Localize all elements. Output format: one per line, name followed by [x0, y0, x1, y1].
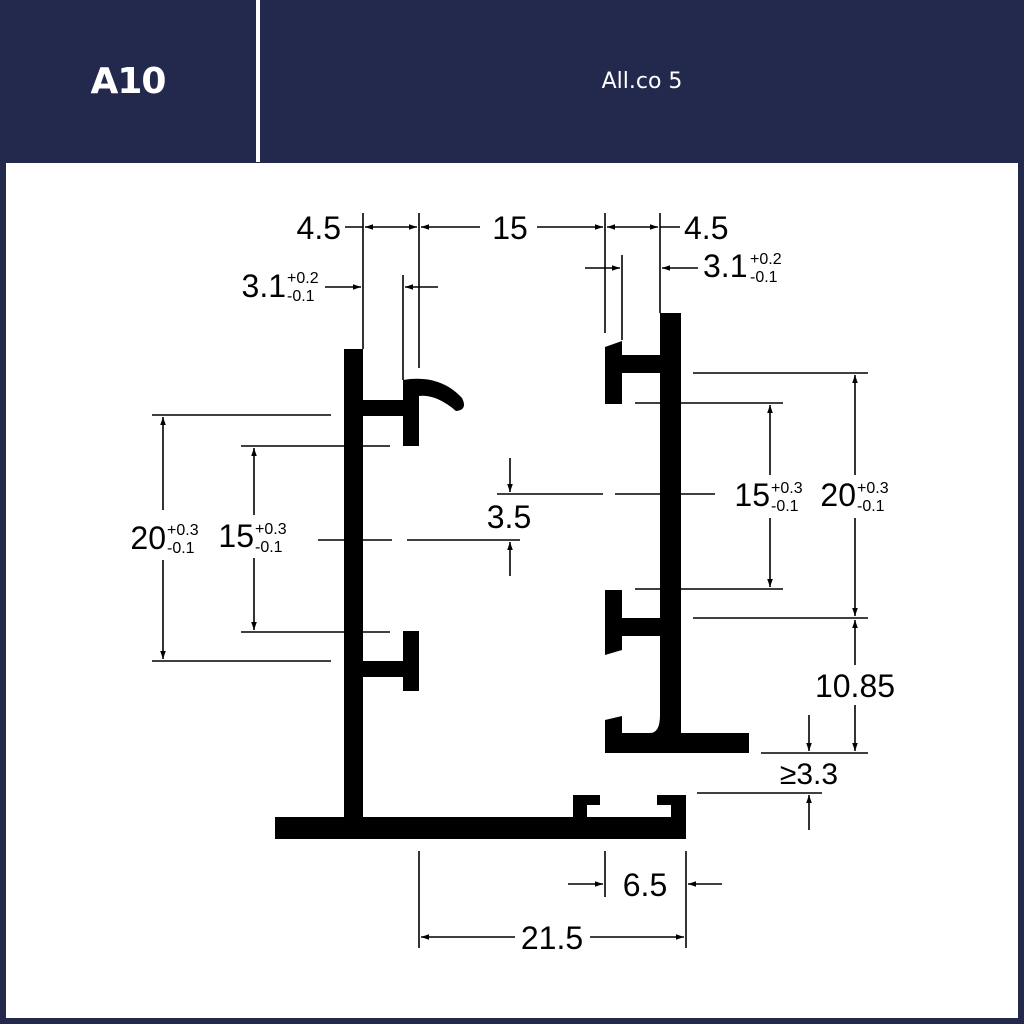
dim-right-inner: 15 — [734, 477, 770, 513]
header-divider — [256, 0, 260, 162]
dim-left-slot-tol-plus: +0.2 — [287, 270, 319, 287]
dim-channel-width: 6.5 — [623, 867, 667, 903]
dim-right-inner-tol-minus: -0.1 — [771, 498, 799, 515]
dim-right-outer: 20 — [820, 477, 856, 513]
dim-right-outer-tol-plus: +0.3 — [857, 480, 889, 497]
dim-base-width: 21.5 — [521, 920, 583, 956]
dim-right-bottom-height: 10.85 — [815, 668, 895, 704]
dim-left-slot: 3.1 — [242, 268, 286, 304]
right-profile — [605, 313, 749, 753]
dim-top-gap: 15 — [492, 210, 528, 246]
dim-left-inner: 15 — [218, 518, 254, 554]
profile-name: All.co 5 — [601, 68, 683, 94]
dim-left-inner-tol-minus: -0.1 — [255, 539, 283, 556]
dim-top-left-width: 4.5 — [297, 210, 341, 246]
dim-center-offset: 3.5 — [487, 499, 531, 535]
dim-left-outer-tol-minus: -0.1 — [167, 540, 195, 557]
dim-right-slot: 3.1 — [703, 248, 747, 284]
left-profile — [275, 349, 686, 839]
profile-code: A10 — [0, 0, 256, 162]
dim-right-slot-tol-plus: +0.2 — [750, 251, 782, 268]
dim-top-right-width: 4.5 — [684, 210, 728, 246]
dimension-labels: 4.5 15 4.5 3.1 +0.2 -0.1 3.1 +0.2 -0.1 2… — [130, 210, 895, 956]
dim-left-outer: 20 — [130, 520, 166, 556]
dim-min-gap: ≥3.3 — [780, 758, 838, 791]
dim-right-slot-tol-minus: -0.1 — [750, 269, 778, 286]
dimension-lines — [152, 213, 868, 948]
dim-left-inner-tol-plus: +0.3 — [255, 521, 287, 538]
dim-left-outer-tol-plus: +0.3 — [167, 522, 199, 539]
dim-right-outer-tol-minus: -0.1 — [857, 498, 885, 515]
technical-drawing: 4.5 15 4.5 3.1 +0.2 -0.1 3.1 +0.2 -0.1 2… — [6, 163, 1018, 1018]
dim-left-slot-tol-minus: -0.1 — [287, 288, 315, 305]
dim-right-inner-tol-plus: +0.3 — [771, 480, 803, 497]
